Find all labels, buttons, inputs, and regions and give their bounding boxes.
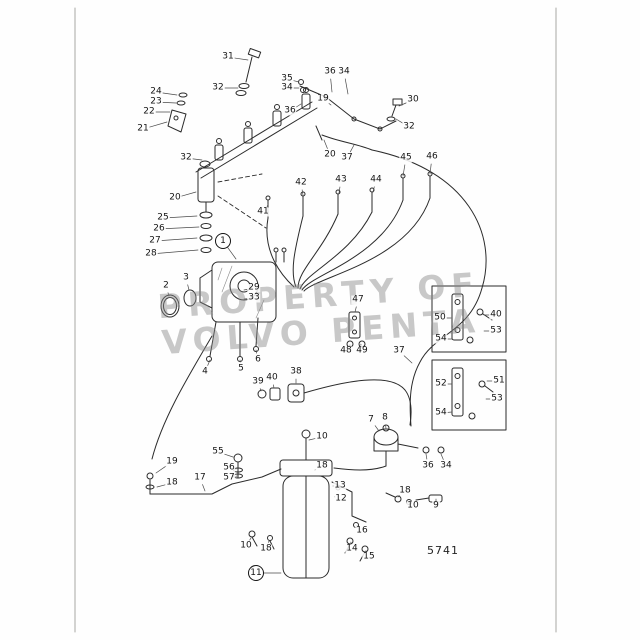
- part-callout-7: 7: [367, 414, 375, 425]
- bracket-21-24: [167, 92, 188, 133]
- part-callout-32: 32: [211, 82, 225, 93]
- part-callout-56: 56: [222, 462, 236, 473]
- part-callout-40: 40: [265, 372, 279, 383]
- part-callout-31: 31: [221, 51, 235, 62]
- part-callout-36: 36: [323, 66, 337, 77]
- part-callout-49: 49: [355, 345, 369, 356]
- part-callout-37: 37: [392, 345, 406, 356]
- part-callout-17: 17: [193, 472, 207, 483]
- part-callout-13: 13: [333, 480, 347, 491]
- part-callout-53: 53: [490, 393, 504, 404]
- part-callout-15: 15: [362, 551, 376, 562]
- part-callout-20: 20: [168, 192, 182, 203]
- part-callout-41: 41: [256, 206, 270, 217]
- part-callout-19: 19: [165, 456, 179, 467]
- part-callout-32: 32: [179, 152, 193, 163]
- part-callout-26: 26: [152, 223, 166, 234]
- part-callout-34: 34: [337, 66, 351, 77]
- part-callout-27: 27: [148, 235, 162, 246]
- part-callout-12: 12: [334, 493, 348, 504]
- part-callout-36: 36: [421, 460, 435, 471]
- part-callout-39: 39: [251, 376, 265, 387]
- part-callout-28: 28: [144, 248, 158, 259]
- part-callout-22: 22: [142, 106, 156, 117]
- part-callout-34: 34: [439, 460, 453, 471]
- part-callout-46: 46: [425, 151, 439, 162]
- part-callout-45: 45: [399, 152, 413, 163]
- part-callout-55: 55: [211, 446, 225, 457]
- pump-hatching: [217, 265, 265, 319]
- part-callout-10: 10: [406, 500, 420, 511]
- dashed-reference-lines: [217, 173, 267, 229]
- part-callout-23: 23: [149, 96, 163, 107]
- callout-leader-lines: [149, 57, 493, 574]
- part-callout-30: 30: [406, 94, 420, 105]
- part-callout-52: 52: [434, 378, 448, 389]
- return-line-assembly: [298, 79, 403, 151]
- part-callout-40: 40: [489, 309, 503, 320]
- part-callout-8: 8: [381, 412, 389, 423]
- part-callout-2: 2: [162, 280, 170, 291]
- part-callout-10: 10: [315, 431, 329, 442]
- part-callout-43: 43: [334, 174, 348, 185]
- part-callout-36: 36: [283, 105, 297, 116]
- part-callout-50: 50: [433, 312, 447, 323]
- check-valve-7-8: [333, 424, 445, 471]
- part-callout-16: 16: [355, 525, 369, 536]
- part-callout-1: 1: [215, 233, 231, 249]
- part-callout-5: 5: [237, 363, 245, 374]
- part-callout-18: 18: [165, 477, 179, 488]
- detail-box-2: [431, 359, 507, 431]
- part-callout-9: 9: [432, 500, 440, 511]
- part-callout-42: 42: [294, 177, 308, 188]
- part-callout-29: 29: [247, 282, 261, 293]
- part-callout-37: 37: [340, 152, 354, 163]
- drawing-number: 5741: [427, 544, 459, 557]
- part-callout-48: 48: [339, 345, 353, 356]
- hose-fittings-38-40: [257, 379, 412, 426]
- fuel-filter-11: [279, 429, 333, 579]
- part-callout-3: 3: [182, 272, 190, 283]
- part-callout-11: 11: [248, 565, 264, 581]
- part-callout-10: 10: [239, 540, 253, 551]
- part-callout-32: 32: [402, 121, 416, 132]
- part-callout-57: 57: [222, 472, 236, 483]
- part-callout-18: 18: [398, 485, 412, 496]
- bolt-and-washers-31-32: [235, 47, 262, 96]
- injector-assembly-20-25-28: [197, 167, 215, 253]
- part-callout-35: 35: [280, 73, 294, 84]
- long-fuel-hose-37: [371, 149, 487, 427]
- part-callout-24: 24: [149, 86, 163, 97]
- part-callout-6: 6: [254, 354, 262, 365]
- part-callout-51: 51: [492, 375, 506, 386]
- part-callout-44: 44: [369, 174, 383, 185]
- part-callout-20: 20: [323, 149, 337, 160]
- part-callout-14: 14: [345, 543, 359, 554]
- part-callout-54: 54: [434, 333, 448, 344]
- part-callout-18: 18: [259, 543, 273, 554]
- part-callout-47: 47: [351, 294, 365, 305]
- page-border-lines: [74, 7, 557, 633]
- part-callout-33: 33: [247, 292, 261, 303]
- part-callout-25: 25: [156, 212, 170, 223]
- part-callout-18: 18: [315, 460, 329, 471]
- part-callout-19: 19: [316, 93, 330, 104]
- part-callout-38: 38: [289, 366, 303, 377]
- detail-box-1: [431, 285, 507, 353]
- part-callout-54: 54: [434, 407, 448, 418]
- part-callout-34: 34: [280, 82, 294, 93]
- part-callout-4: 4: [201, 366, 209, 377]
- part-callout-21: 21: [136, 123, 150, 134]
- part-callout-53: 53: [489, 325, 503, 336]
